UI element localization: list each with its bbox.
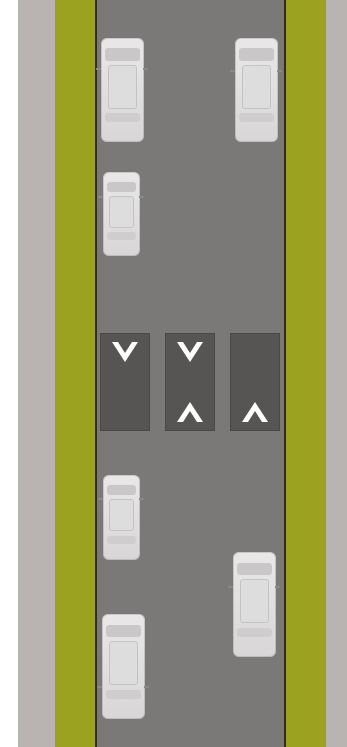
car-mirror xyxy=(98,196,103,198)
chevron-down-icon xyxy=(110,340,140,364)
lane-block-left xyxy=(100,333,150,431)
car-mirror xyxy=(139,196,144,198)
car-mirror xyxy=(230,70,235,72)
car-mirror xyxy=(228,586,233,588)
car-mirror xyxy=(143,68,148,70)
parked-car xyxy=(235,38,278,142)
car-mirror xyxy=(139,498,144,500)
chevron-up-icon xyxy=(240,400,270,424)
parked-car xyxy=(101,38,144,142)
left-grass-verge xyxy=(55,0,95,747)
lane-block-middle xyxy=(165,333,215,431)
parked-car xyxy=(103,172,140,256)
car-mirror xyxy=(96,68,101,70)
chevron-down-icon xyxy=(175,340,205,364)
parked-car xyxy=(102,614,145,719)
car-mirror xyxy=(144,686,149,688)
parked-car xyxy=(233,552,276,657)
car-mirror xyxy=(97,686,102,688)
lane-block-right xyxy=(230,333,280,431)
car-mirror xyxy=(277,70,282,72)
parked-car xyxy=(103,475,140,560)
left-curb-line xyxy=(95,0,97,747)
chevron-up-icon xyxy=(175,400,205,424)
right-sidewalk xyxy=(326,0,347,747)
right-grass-verge xyxy=(286,0,326,747)
car-mirror xyxy=(98,498,103,500)
car-mirror xyxy=(275,586,280,588)
left-sidewalk xyxy=(18,0,55,747)
